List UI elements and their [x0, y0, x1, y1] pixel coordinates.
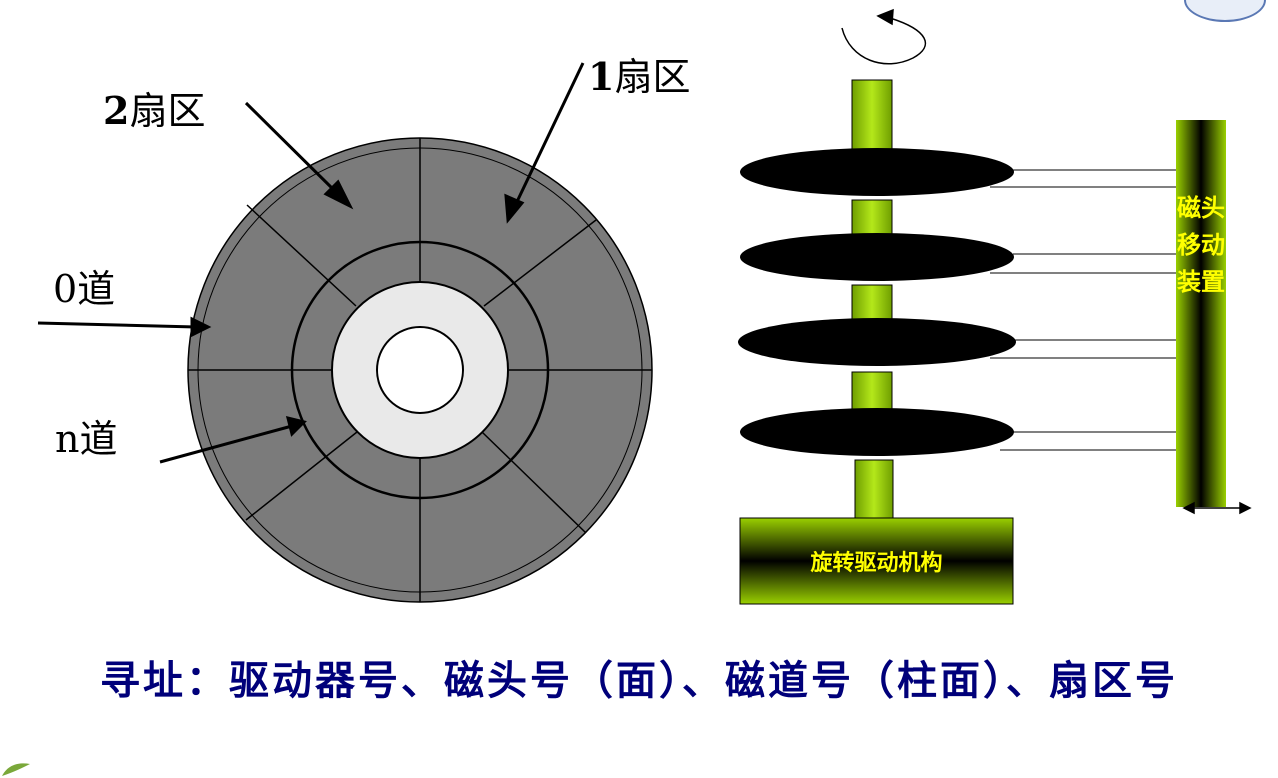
rotation-arrow: [841, 8, 927, 65]
platters: [738, 148, 1016, 456]
arrow-track0: [37, 321, 197, 329]
drive-box: [739, 517, 1014, 605]
disk-top-view: [187, 137, 653, 603]
label-sector-2: 2扇区: [103, 88, 206, 133]
arrow-sector2: [244, 101, 342, 198]
double-arrow: [1182, 501, 1252, 515]
platter-4: [740, 408, 1014, 456]
label-arrows: [37, 62, 585, 464]
head-arms: [990, 169, 1176, 451]
platter-2: [740, 233, 1014, 281]
arrow-trackn: [159, 424, 293, 464]
head-mover-bar: [1176, 120, 1226, 507]
head-mover-label: 磁头移动装置: [1177, 194, 1225, 296]
platter-1: [740, 148, 1014, 196]
label-track-0: 0道: [53, 267, 116, 311]
label-sector-1: 1扇区: [588, 54, 691, 99]
leaf-icon: [2, 763, 30, 776]
disk-hole: [376, 326, 464, 414]
platter-3: [738, 318, 1016, 366]
label-track-n: n道: [55, 417, 118, 461]
addressing-caption: 寻址：驱动器号、磁头号（面）、磁道号（柱面）、扇区号: [100, 657, 1178, 704]
arrow-sector1: [512, 62, 585, 209]
sector-dividers: [188, 138, 652, 602]
drive-mechanism-label: 旋转驱动机构: [810, 551, 943, 576]
